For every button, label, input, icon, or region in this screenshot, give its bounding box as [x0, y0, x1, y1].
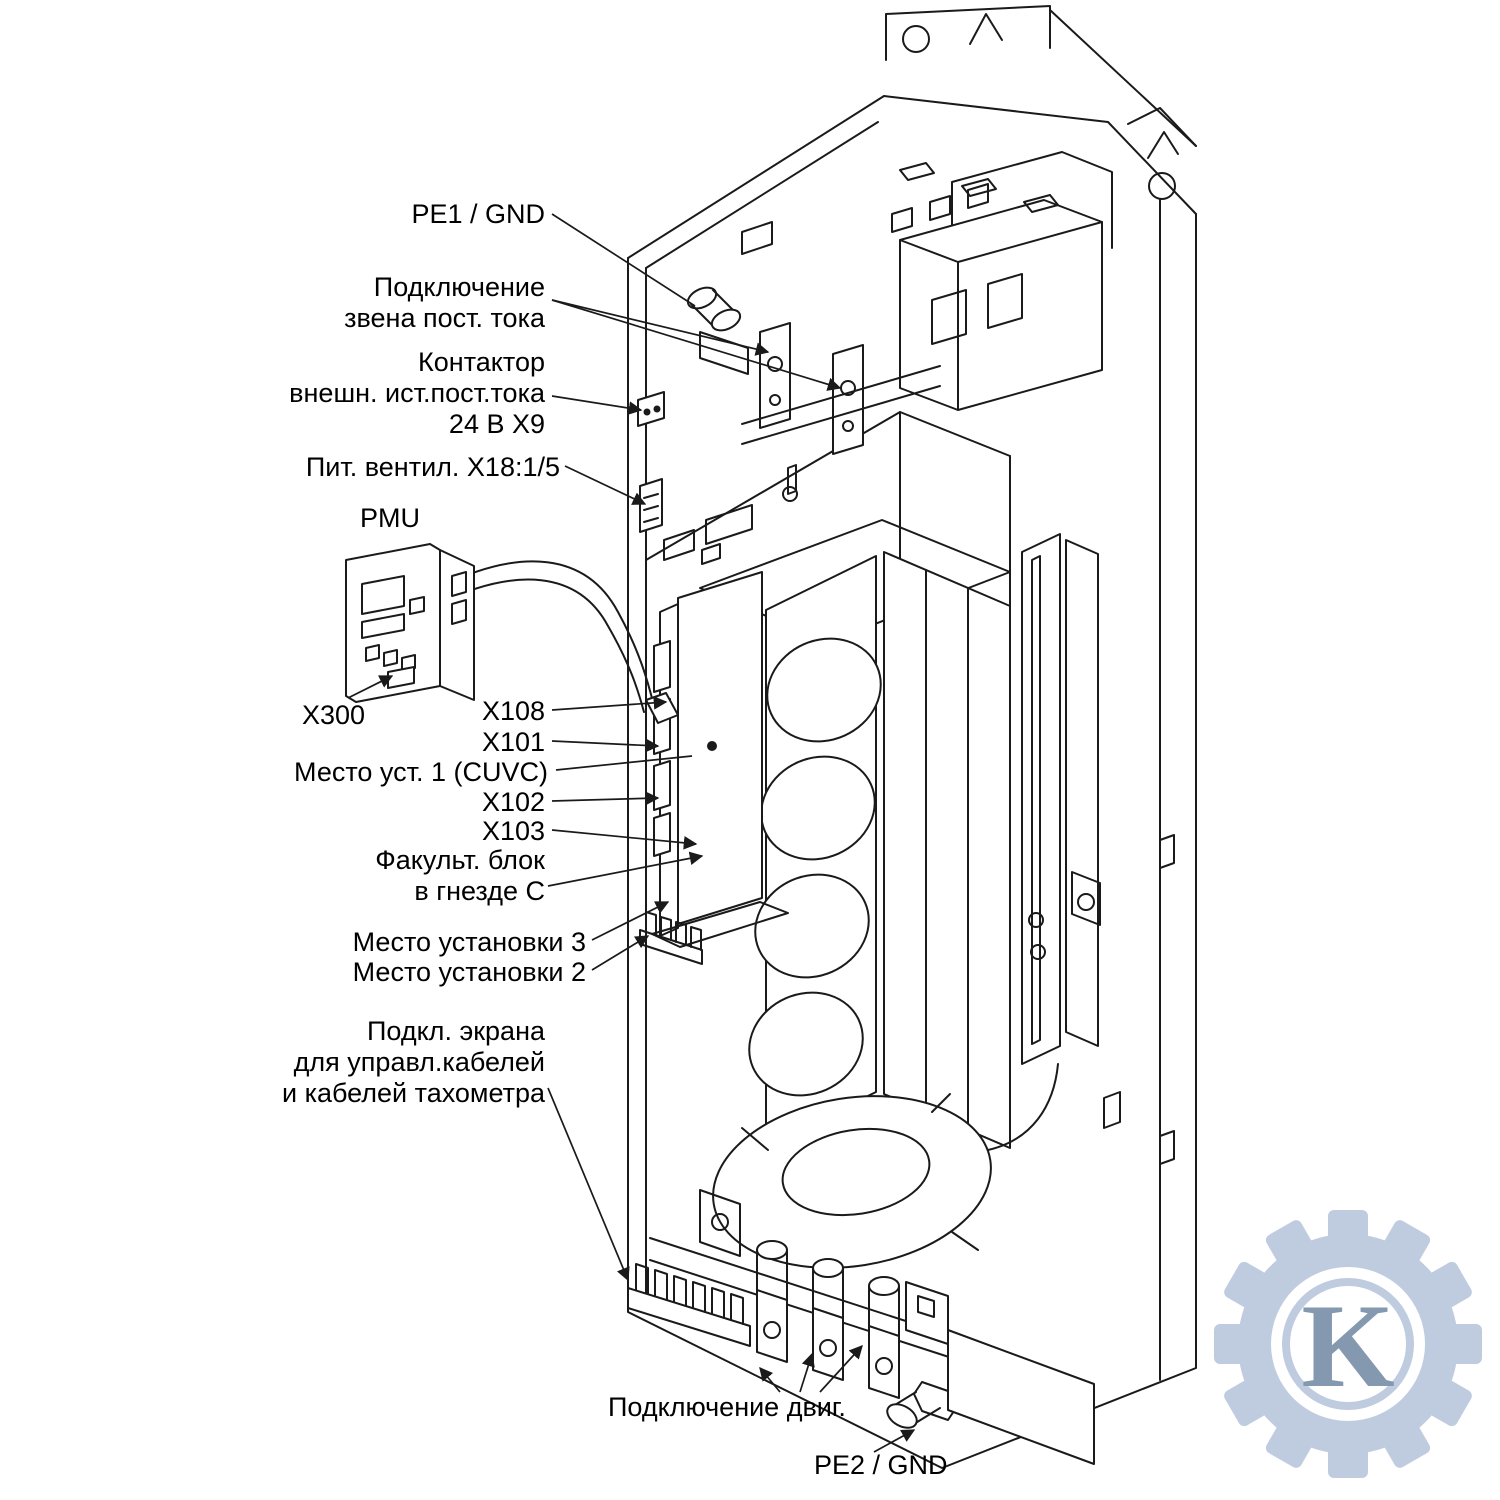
toroid-choke — [712, 1093, 992, 1269]
label-slot3: Место установки 3 — [352, 927, 586, 957]
label-x108: X108 — [481, 696, 545, 726]
label-slot2: Место установки 2 — [352, 957, 586, 987]
leader-lines — [347, 213, 916, 1453]
motor-terminals — [649, 1189, 1095, 1465]
watermark-letter: K — [1301, 1279, 1394, 1412]
label-pe1-gnd: PE1 / GND — [411, 199, 545, 229]
label-pmu: PMU — [360, 503, 420, 533]
label-x102: X102 — [481, 787, 545, 817]
watermark-gear-icon: K — [1214, 1210, 1482, 1478]
label-contactor-x9: Контактор внешн. ист.пост.тока 24 В X9 — [289, 347, 545, 439]
shield-clamp-comb — [627, 1263, 751, 1347]
cabinet-outline — [627, 5, 1197, 1469]
label-fan-supply-x18: Пит. вентил. X18:1/5 — [305, 452, 560, 482]
label-x300: X300 — [302, 700, 366, 730]
label-pe2-gnd: PE2 / GND — [814, 1450, 948, 1480]
label-x101: X101 — [481, 727, 545, 757]
label-shield-connection: Подкл. экрана для управл.кабелей и кабел… — [282, 1016, 546, 1108]
label-motor-connection: Подключение двиг. — [608, 1392, 846, 1422]
option-panels — [987, 533, 1101, 1151]
label-dc-link: Подключение звена пост. тока — [344, 272, 545, 333]
label-x103: X103 — [481, 816, 545, 846]
label-slot1-cuvc: Место уст. 1 (CUVC) — [294, 757, 548, 787]
upper-interior — [637, 151, 1113, 643]
pmu-panel — [345, 543, 679, 724]
label-option-block-c: Факульт. блок в гнезде C — [375, 845, 545, 906]
capacitor-bank — [748, 551, 1011, 1149]
